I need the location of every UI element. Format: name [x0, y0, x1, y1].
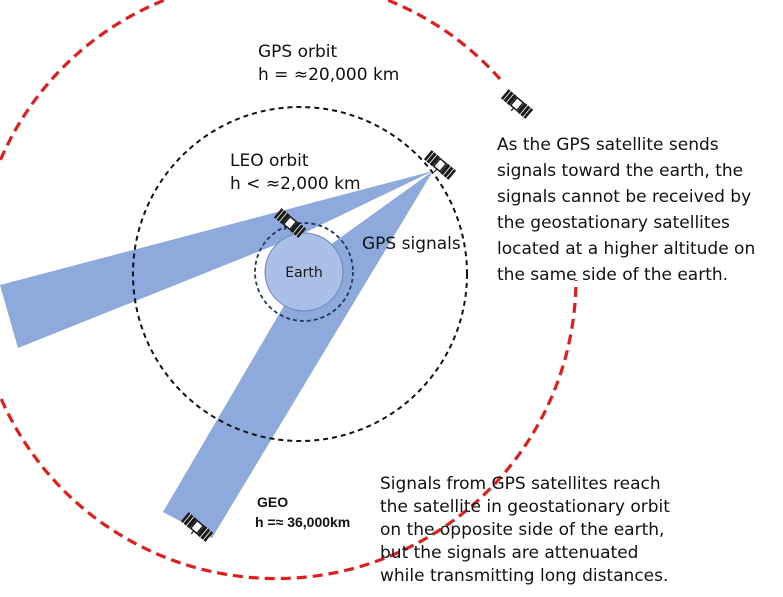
- note-top-line: the geostationary satellites: [497, 213, 730, 233]
- note-top-line: signals cannot be received by: [497, 187, 751, 207]
- gps-orbit-altitude: h = ≈20,000 km: [258, 65, 399, 85]
- note-top-line: the same side of the earth.: [497, 265, 728, 285]
- gps-signal-beam-left: [0, 171, 433, 348]
- note-bottom: Signals from GPS satellites reach the sa…: [380, 474, 670, 586]
- note-bottom-line: the satellite in geostationary orbit: [380, 497, 670, 517]
- geo-label: GEO: [257, 494, 288, 510]
- leo-orbit-label: LEO orbit: [230, 151, 309, 171]
- gps-signals-label: GPS signals: [362, 234, 461, 254]
- note-top-line: signals toward the earth, the: [497, 161, 743, 181]
- geo-orbit: [0, 0, 578, 581]
- note-bottom-line: while transmitting long distances.: [380, 566, 668, 586]
- note-bottom-line: on the opposite side of the earth,: [380, 520, 664, 540]
- gps-orbit: [132, 106, 468, 442]
- satellite-icon: [498, 88, 534, 122]
- note-top: As the GPS satellite sends signals towar…: [497, 135, 755, 285]
- note-bottom-line: but the signals are attenuated: [380, 543, 638, 563]
- note-top-line: As the GPS satellite sends: [497, 135, 719, 155]
- leo-orbit: [254, 222, 354, 322]
- gps-orbit-label: GPS orbit: [258, 42, 338, 62]
- geo-altitude: h =≈ 36,000km: [255, 514, 350, 530]
- gps-signal-beam-down: [163, 171, 433, 538]
- note-top-line: located at a higher altitude on: [497, 239, 755, 259]
- leo-orbit-altitude: h < ≈2,000 km: [230, 174, 361, 194]
- earth: [264, 232, 344, 312]
- note-bottom-line: Signals from GPS satellites reach: [380, 474, 661, 494]
- earth-label: Earth: [285, 265, 323, 281]
